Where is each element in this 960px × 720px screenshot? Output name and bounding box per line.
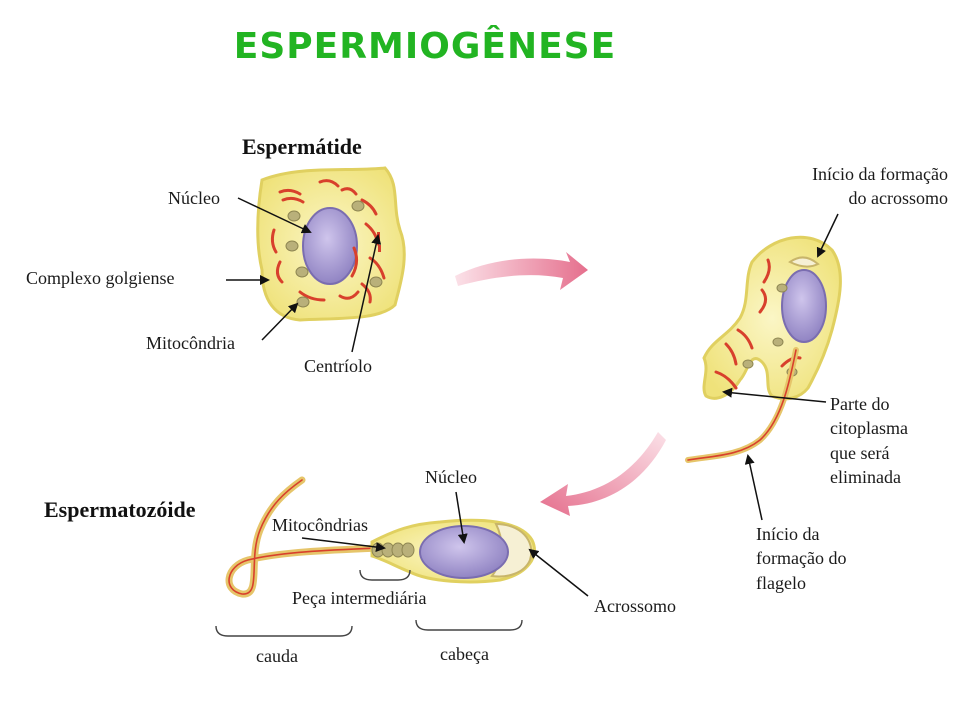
label-middle-piece: Peça intermediária <box>292 588 427 608</box>
label-acrosome-start-line1: Início da formação <box>812 164 948 184</box>
elongating-pointers <box>722 213 839 521</box>
label-tail: cauda <box>256 646 298 666</box>
label-acrosome-start: Início da formação do acrossomo <box>740 162 948 211</box>
label-nucleus-sperm: Núcleo <box>425 467 477 487</box>
spermatid-pointers <box>226 197 382 353</box>
label-mitochondria-spermatid: Mitocôndria <box>146 333 235 353</box>
brace-tail <box>215 625 353 637</box>
label-centriole: Centríolo <box>304 356 372 376</box>
sperm-pointers <box>301 491 589 597</box>
label-flagellum-start: Início da formação do flagelo <box>756 522 846 595</box>
label-acrosome-start-line2: do acrossomo <box>848 188 948 209</box>
page-title: ESPERMIOGÊNESE <box>233 26 617 67</box>
pointer-flagellum-start <box>744 454 763 521</box>
golgi-complex <box>270 179 386 304</box>
pointer-nucleus <box>237 197 312 234</box>
pointer-cytoplasm <box>722 387 827 403</box>
pointer-acrosome-start <box>816 213 839 258</box>
pointer-sperm-nucleus <box>455 491 468 544</box>
spermatozoon <box>225 476 536 598</box>
spermatid-heading: Espermátide <box>242 134 362 159</box>
spermatozoon-heading: Espermatozóide <box>44 497 196 522</box>
label-cytoplasm-line1: Parte do <box>830 394 890 414</box>
spermatid-mitochondria <box>285 200 383 308</box>
elongating-nucleus <box>781 269 827 343</box>
pointer-mitochondria <box>261 302 299 341</box>
sperm-nucleus <box>419 525 509 579</box>
elongating-cell <box>685 235 842 463</box>
stage-arrow-2 <box>540 432 666 516</box>
label-cytoplasm-part: Parte do citoplasma que será eliminada <box>830 392 908 489</box>
flagellum-forming-core <box>687 349 797 461</box>
braces <box>215 569 523 637</box>
label-flagellum-line3: flagelo <box>756 572 806 593</box>
label-nucleus-spermatid: Núcleo <box>168 188 220 208</box>
label-mitochondria-sperm: Mitocôndrias <box>272 515 368 535</box>
acrosome-forming <box>788 256 820 268</box>
label-acrosome: Acrossomo <box>594 596 676 616</box>
label-cytoplasm-line4: eliminada <box>830 466 901 487</box>
label-head: cabeça <box>440 644 489 664</box>
label-cytoplasm-line3: que será <box>830 442 890 463</box>
label-flagellum-line1: Início da <box>756 524 820 544</box>
spermatid-nucleus <box>302 207 358 285</box>
brace-middle-piece <box>359 569 411 581</box>
label-cytoplasm-line2: citoplasma <box>830 418 908 439</box>
label-golgi-complex: Complexo golgiense <box>26 268 175 288</box>
elongating-organelles <box>714 258 802 390</box>
pointer-centriole <box>351 234 382 353</box>
sperm-tail-core <box>228 479 379 595</box>
brace-head <box>415 619 523 631</box>
label-flagellum-line2: formação do <box>756 548 847 569</box>
stage-arrow-1 <box>455 252 588 290</box>
pointer-sperm-mitochondria <box>301 537 386 552</box>
spermatid-cell <box>256 166 406 322</box>
pointer-sperm-acrosome <box>528 548 589 597</box>
